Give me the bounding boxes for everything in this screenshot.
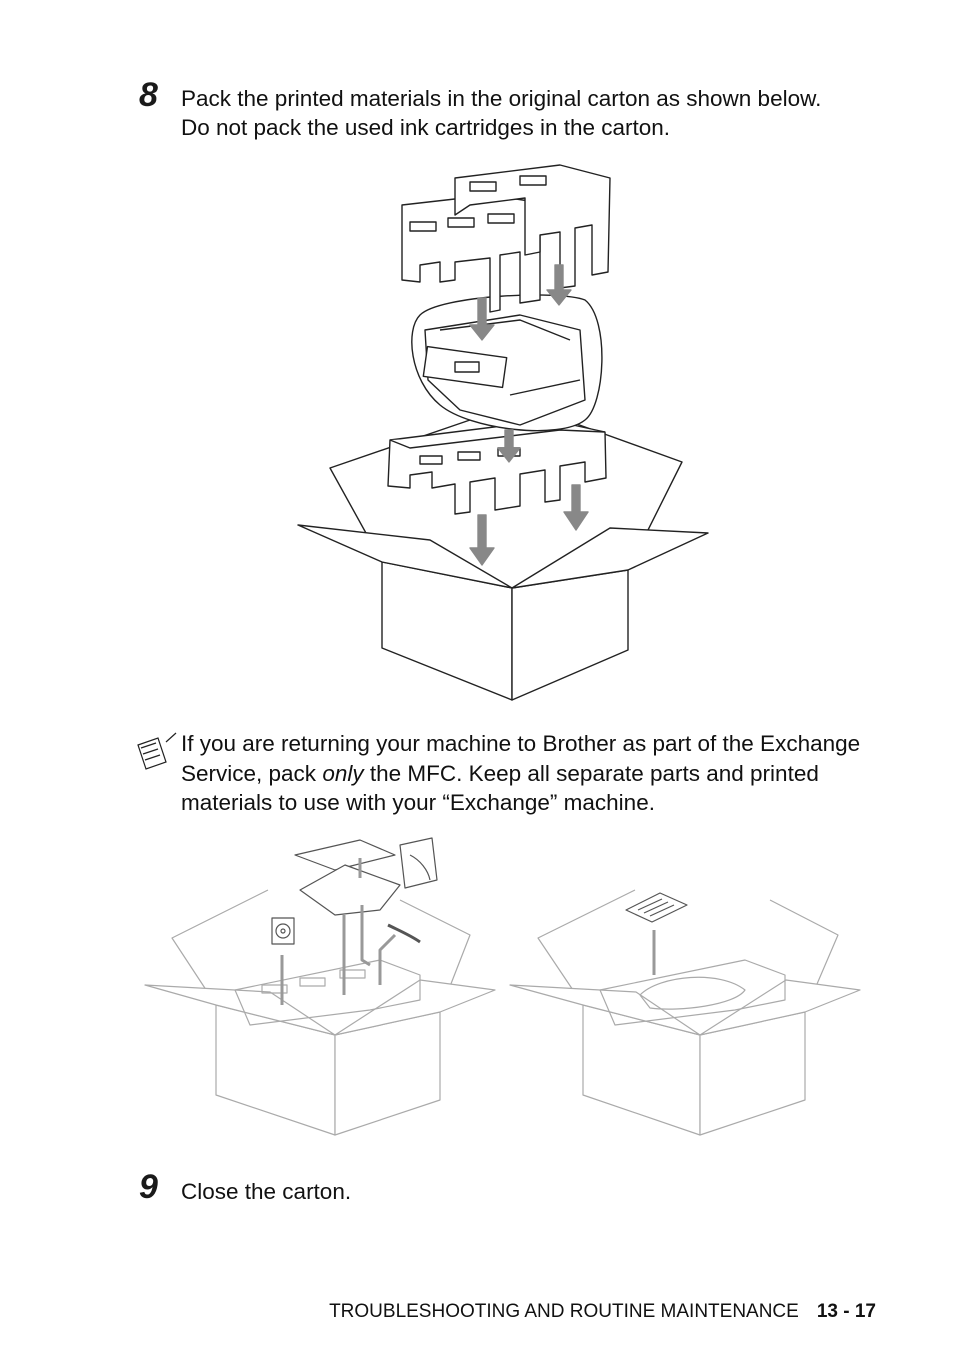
step-8-text: Pack the printed materials in the origin… xyxy=(181,84,821,142)
note-text-end: the MFC. Keep all separate parts and pri… xyxy=(181,760,819,816)
foam-insert-top xyxy=(401,164,611,313)
carton-right xyxy=(509,889,861,1136)
mfc-machine xyxy=(411,294,603,432)
accessories xyxy=(271,837,438,945)
exchange-note: If you are returning your machine to Bro… xyxy=(181,729,901,818)
down-arrows xyxy=(469,264,589,566)
manual xyxy=(625,892,688,975)
note-emphasis: only xyxy=(322,760,364,786)
step-8-line-2: Do not pack the used ink cartridges in t… xyxy=(181,115,671,140)
carton-main xyxy=(297,417,709,701)
foam-insert-bottom xyxy=(387,419,607,515)
page-footer: TROUBLESHOOTING AND ROUTINE MAINTENANCE 1… xyxy=(329,1301,876,1323)
note-text-start: If you are returning your machine to Bro… xyxy=(181,731,861,786)
page-number: 13 - 17 xyxy=(816,1301,876,1322)
step-9-line-1: Close the carton. xyxy=(181,1179,352,1204)
step-number-9: 9 xyxy=(139,1168,158,1206)
step-9-text: Close the carton. xyxy=(181,1177,351,1206)
carton-left xyxy=(144,889,496,1136)
step-number-8: 8 xyxy=(139,76,158,114)
step-8-line-1: Pack the printed materials in the origin… xyxy=(181,86,822,111)
footer-section: TROUBLESHOOTING AND ROUTINE MAINTENANCE xyxy=(329,1301,799,1322)
accessory-arrows xyxy=(280,858,397,1005)
